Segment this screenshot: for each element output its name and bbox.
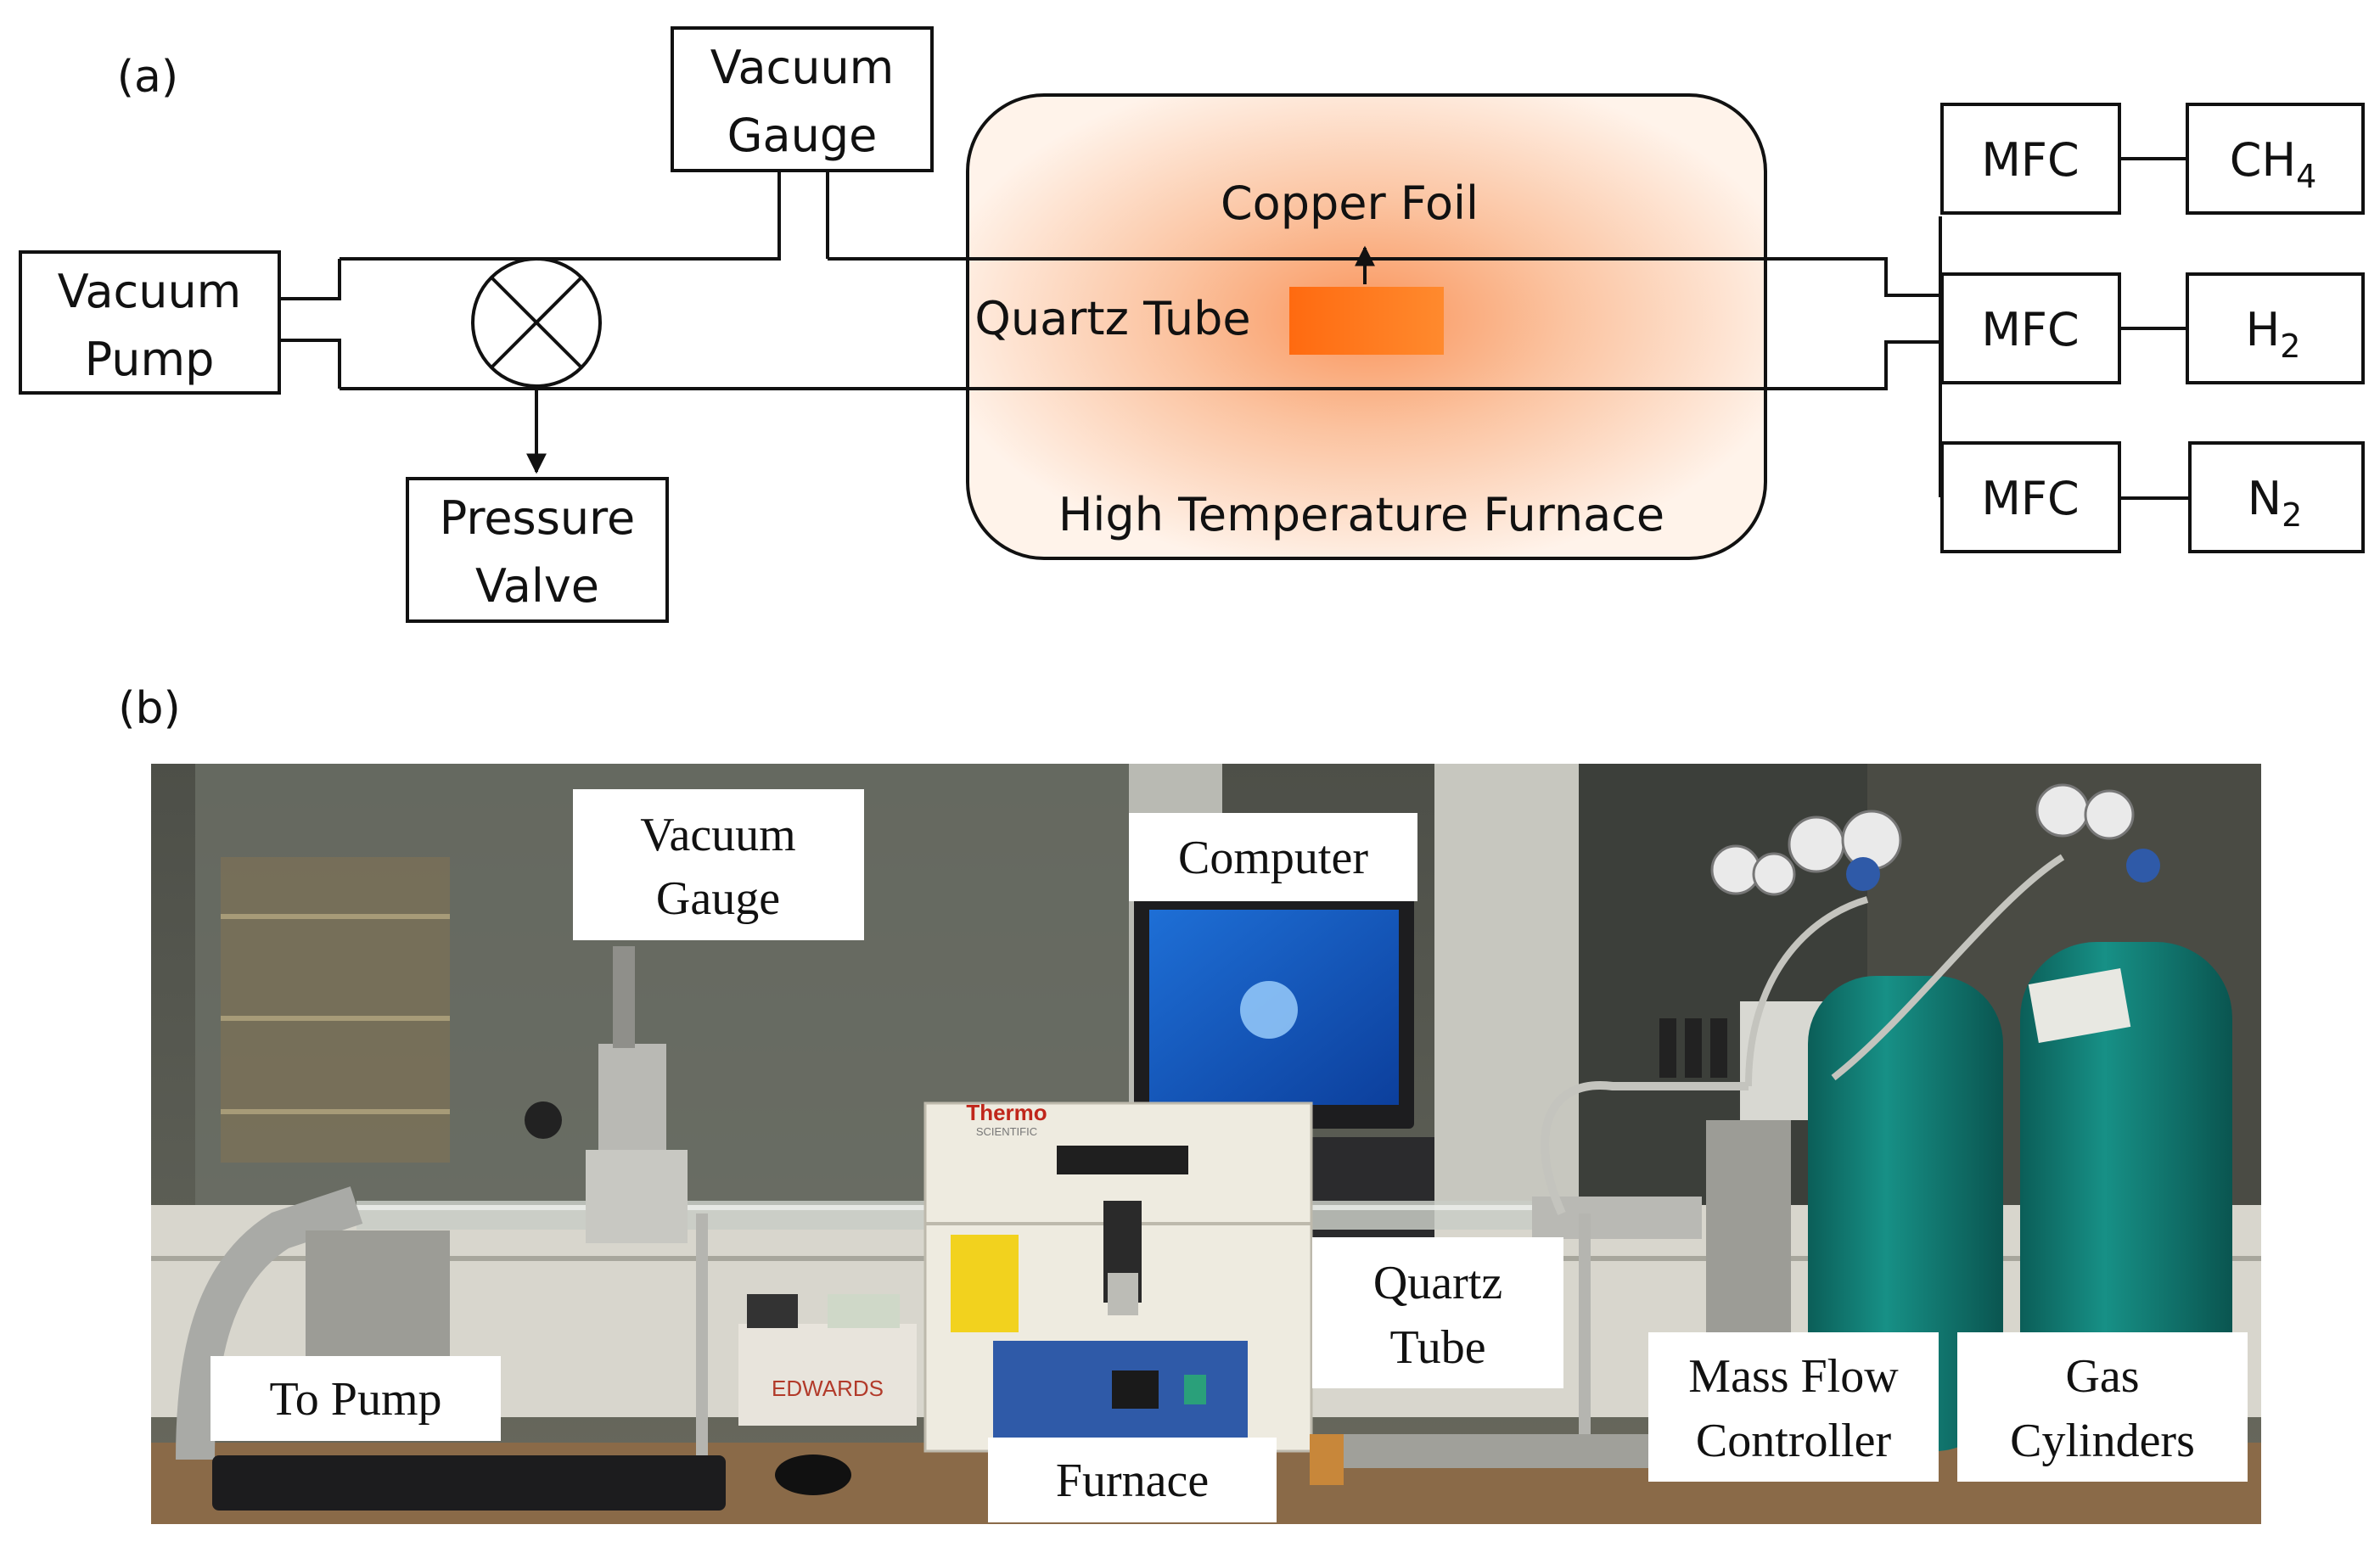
regulator-knob-1 bbox=[1846, 857, 1880, 891]
gas-label-ch4: CH4 bbox=[2230, 133, 2317, 195]
gas-line-2 bbox=[1745, 896, 1869, 1087]
panel-a-letter: (a) bbox=[117, 52, 178, 103]
photo-furnace-label: Furnace bbox=[1056, 1455, 1209, 1507]
gas-box-n2 bbox=[2188, 441, 2365, 553]
gauge-stack bbox=[598, 1044, 666, 1154]
panel-b-labels: Vacuum Gauge Computer To Pump Quartz Tub… bbox=[210, 789, 2248, 1522]
gas-label-h2: H2 bbox=[2246, 303, 2301, 365]
mfc-connector-2 bbox=[1685, 1018, 1702, 1078]
regulator-gauge-5 bbox=[2035, 783, 2090, 838]
quartz-tube-label: Quartz Tube bbox=[974, 292, 1250, 345]
photo-vacuum-gauge-line2: Gauge bbox=[656, 872, 780, 925]
stand-rod-left bbox=[696, 1213, 708, 1460]
label-box-mfc bbox=[1648, 1332, 1939, 1482]
photo-gas-cylinders-line1: Gas bbox=[2065, 1350, 2139, 1403]
shelf-rack bbox=[221, 857, 450, 1163]
bellows-hose bbox=[176, 1186, 363, 1460]
mfc-label-2: MFC bbox=[1981, 303, 2079, 356]
keyboard bbox=[212, 1455, 726, 1511]
photo-quartz-tube-line1: Quartz bbox=[1373, 1257, 1502, 1309]
pressure-valve-box bbox=[406, 477, 669, 623]
regulator-gauge-1 bbox=[1710, 844, 1761, 895]
furnace-label: High Temperature Furnace bbox=[1058, 488, 1664, 541]
photo-to-pump-label: To Pump bbox=[270, 1373, 442, 1426]
photo-mfc-line1: Mass Flow bbox=[1688, 1350, 1899, 1403]
gauge-head bbox=[613, 946, 635, 1048]
gas-line-1 bbox=[1541, 1081, 1749, 1216]
bench-plate bbox=[1324, 1434, 1681, 1468]
label-box-computer bbox=[1129, 813, 1417, 901]
tube-bottom-line bbox=[340, 340, 1940, 390]
furnace-brand: Thermo bbox=[966, 1100, 1047, 1125]
gauge-left-line bbox=[340, 171, 781, 261]
photo-computer-label: Computer bbox=[1178, 832, 1368, 884]
furnace-switch bbox=[1184, 1375, 1206, 1404]
mfc-label-3: MFC bbox=[1981, 472, 2079, 525]
valve-cross-2 bbox=[490, 276, 583, 369]
regulator-gauge-2 bbox=[1752, 852, 1796, 896]
vacuum-gauge-box bbox=[671, 26, 934, 172]
pressure-readout bbox=[747, 1294, 798, 1328]
valve-knob bbox=[525, 1101, 562, 1139]
photo-vacuum-gauge-line1: Vacuum bbox=[640, 809, 796, 861]
pump-controller bbox=[738, 1324, 917, 1426]
cylinder-2 bbox=[2020, 942, 2232, 1451]
panel-b-letter: (b) bbox=[118, 683, 181, 734]
wood-block bbox=[1310, 1434, 1344, 1485]
photo-quartz-tube-line2: Tube bbox=[1389, 1321, 1485, 1374]
pressure-readout-2 bbox=[828, 1294, 900, 1328]
mfc-box-1 bbox=[1940, 103, 2121, 215]
regulator-gauge-3 bbox=[1788, 816, 1845, 873]
label-box-gas-cylinders bbox=[1957, 1332, 2248, 1482]
furnace-warning-sticker bbox=[951, 1235, 1019, 1332]
pump-brand: EDWARDS bbox=[772, 1376, 884, 1401]
mfc-connector-3 bbox=[1710, 1018, 1727, 1078]
stand-rod-right bbox=[1579, 1213, 1591, 1460]
mfc-label-1: MFC bbox=[1981, 133, 2079, 187]
window-frame-2 bbox=[1434, 764, 1579, 1222]
mfc-connector-1 bbox=[1659, 1018, 1676, 1078]
regulator-gauge-6 bbox=[2084, 789, 2135, 840]
windows-logo bbox=[1240, 981, 1298, 1039]
vacuum-pump-box bbox=[19, 250, 281, 395]
furnace-slot bbox=[1057, 1146, 1188, 1174]
mfc-box-2 bbox=[1940, 272, 2121, 384]
panel-a-schematic bbox=[19, 26, 2365, 623]
furnace-display bbox=[1112, 1370, 1159, 1409]
cylinder-tag bbox=[2028, 967, 2131, 1044]
mouse bbox=[775, 1455, 851, 1495]
gas-box-h2 bbox=[2186, 272, 2365, 384]
label-box-to-pump bbox=[210, 1356, 501, 1441]
label-box-furnace bbox=[988, 1438, 1277, 1522]
pressure-valve-label-line1: Pressure bbox=[440, 491, 636, 545]
pump-bottom-line bbox=[279, 339, 341, 389]
label-box-vacuum-gauge bbox=[573, 789, 864, 940]
vacuum-pump-label-line2: Pump bbox=[85, 333, 215, 386]
copper-foil-label: Copper Foil bbox=[1221, 177, 1479, 230]
gas-box-ch4 bbox=[2186, 103, 2365, 215]
pump-top-line bbox=[279, 259, 341, 300]
furnace-latch-pad bbox=[1108, 1273, 1138, 1315]
photo-gas-cylinders-line2: Cylinders bbox=[2010, 1415, 2195, 1467]
valve-block bbox=[586, 1150, 688, 1243]
mfc-box-3 bbox=[1940, 441, 2121, 553]
regulator-knob-2 bbox=[2126, 849, 2160, 883]
vacuum-pump-label-line1: Vacuum bbox=[58, 265, 242, 318]
photo-mfc-line2: Controller bbox=[1696, 1415, 1892, 1467]
vacuum-gauge-label-line1: Vacuum bbox=[710, 41, 895, 94]
gas-label-n2: N2 bbox=[2248, 472, 2303, 534]
label-box-quartz-tube bbox=[1312, 1237, 1563, 1388]
vacuum-gauge-label-line2: Gauge bbox=[727, 109, 878, 162]
furnace-brand-sub: SCIENTIFIC bbox=[976, 1125, 1037, 1138]
copper-foil-shape bbox=[1289, 287, 1444, 355]
panel-a-labels: Vacuum Gauge Vacuum Pump Pressure Valve … bbox=[58, 41, 2317, 734]
pressure-valve-label-line2: Valve bbox=[475, 559, 599, 613]
gas-line-3 bbox=[1831, 854, 2065, 1081]
